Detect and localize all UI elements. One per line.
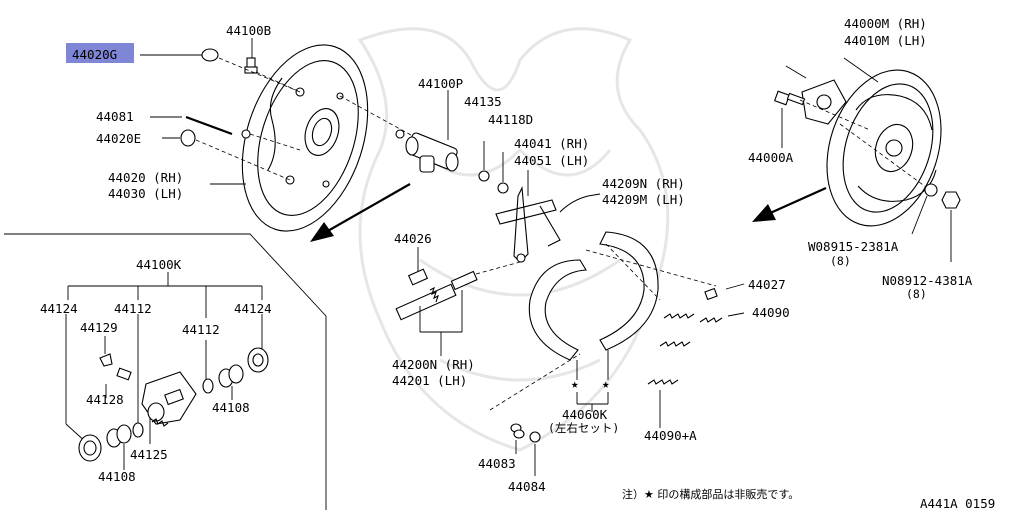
bleeder-cap-44129[interactable] bbox=[99, 353, 113, 367]
drum-brake-assembly[interactable] bbox=[808, 55, 960, 241]
brake-shoe-rear[interactable] bbox=[599, 231, 659, 351]
label-44209N[interactable]: 44209N (RH) bbox=[602, 176, 685, 191]
label-44020G[interactable]: 44020G bbox=[72, 47, 117, 62]
label-44100K[interactable]: 44100K bbox=[136, 257, 182, 272]
label-inset-44125[interactable]: 44125 bbox=[130, 447, 168, 462]
hold-down-pin-44083[interactable] bbox=[510, 423, 525, 439]
label-44081[interactable]: 44081 bbox=[96, 109, 134, 124]
label-inset-44129[interactable]: 44129 bbox=[80, 320, 118, 335]
label-inset-44112-left[interactable]: 44112 bbox=[114, 301, 152, 316]
spring-44027[interactable] bbox=[663, 287, 718, 319]
hub-flange-44000M[interactable] bbox=[801, 79, 847, 125]
spring-44090[interactable] bbox=[659, 317, 723, 347]
direction-arrow-right bbox=[752, 186, 827, 222]
label-44209M[interactable]: 44209M (LH) bbox=[602, 192, 685, 207]
label-44090[interactable]: 44090 bbox=[752, 305, 790, 320]
label-44000M[interactable]: 44000M (RH) bbox=[844, 16, 927, 31]
hold-down-cup-44084[interactable] bbox=[529, 431, 541, 443]
bolt-44100B[interactable] bbox=[244, 57, 258, 74]
label-44041[interactable]: 44041 (RH) bbox=[514, 136, 589, 151]
seal-44112-left[interactable] bbox=[132, 422, 144, 438]
label-44100B[interactable]: 44100B bbox=[226, 23, 271, 38]
label-44000A[interactable]: 44000A bbox=[748, 150, 794, 165]
label-44010M[interactable]: 44010M (LH) bbox=[844, 33, 927, 48]
grommet-44020E[interactable] bbox=[180, 129, 196, 147]
washer-08915[interactable] bbox=[924, 183, 938, 197]
selected-part-highlight[interactable] bbox=[66, 43, 134, 63]
backing-plate[interactable] bbox=[220, 29, 390, 247]
label-08912[interactable]: N08912-4381A bbox=[882, 273, 973, 288]
label-08915[interactable]: W08915-2381A bbox=[808, 239, 899, 254]
label-44060K-sub: (左右セット) bbox=[548, 421, 619, 435]
bleeder-screw-44128[interactable] bbox=[116, 367, 132, 381]
label-08912-qty: (8) bbox=[906, 287, 927, 301]
washer-44135[interactable] bbox=[478, 170, 490, 182]
wheel-cylinder-44100P[interactable] bbox=[395, 129, 459, 173]
label-44118D[interactable]: 44118D bbox=[488, 112, 533, 127]
boot-44124-left[interactable] bbox=[78, 434, 102, 462]
label-inset-44108-right[interactable]: 44108 bbox=[212, 400, 250, 415]
label-inset-44108-left[interactable]: 44108 bbox=[98, 469, 136, 484]
seal-44112-right[interactable] bbox=[202, 378, 214, 394]
spring-44209N[interactable] bbox=[559, 193, 601, 213]
washer-44118D[interactable] bbox=[497, 182, 509, 194]
boot-44124-right[interactable] bbox=[247, 347, 269, 373]
label-44051[interactable]: 44051 (LH) bbox=[514, 153, 589, 168]
label-44027[interactable]: 44027 bbox=[748, 277, 786, 292]
label-44100P[interactable]: 44100P bbox=[418, 76, 463, 91]
footnote: 注）★ 印の構成部品は非販売です。 bbox=[622, 487, 799, 501]
label-44060K[interactable]: 44060K bbox=[562, 407, 608, 422]
brake-shoe-front[interactable] bbox=[528, 259, 587, 361]
label-44135[interactable]: 44135 bbox=[464, 94, 502, 109]
spring-44090A[interactable] bbox=[647, 379, 679, 385]
pin-44081[interactable] bbox=[185, 115, 233, 136]
plug-44020G[interactable] bbox=[201, 48, 219, 62]
label-inset-44124-right[interactable]: 44124 bbox=[234, 301, 272, 316]
star-marker-1: ★ bbox=[571, 376, 579, 391]
label-44200N[interactable]: 44200N (RH) bbox=[392, 357, 475, 372]
spring-44125[interactable] bbox=[151, 418, 169, 427]
nut-08912[interactable] bbox=[941, 191, 961, 209]
star-marker-2: ★ bbox=[602, 376, 610, 391]
label-44083[interactable]: 44083 bbox=[478, 456, 516, 471]
label-inset-44124-left[interactable]: 44124 bbox=[40, 301, 78, 316]
adjuster-44200N[interactable] bbox=[395, 268, 478, 321]
label-44030[interactable]: 44030 (LH) bbox=[108, 186, 183, 201]
inset-border bbox=[4, 233, 327, 510]
label-44084[interactable]: 44084 bbox=[508, 479, 546, 494]
drawing-id: A441A 0159 bbox=[920, 496, 995, 510]
piston-44108-left[interactable] bbox=[106, 424, 132, 448]
label-44020E[interactable]: 44020E bbox=[96, 131, 141, 146]
label-44020[interactable]: 44020 (RH) bbox=[108, 170, 183, 185]
label-08915-qty: (8) bbox=[830, 254, 851, 268]
direction-arrow-left bbox=[310, 183, 411, 242]
piston-44108-right[interactable] bbox=[218, 364, 244, 388]
cylinder-body-kit[interactable] bbox=[141, 371, 197, 425]
label-44026[interactable]: 44026 bbox=[394, 231, 432, 246]
parking-lever-44041[interactable] bbox=[495, 186, 561, 263]
label-inset-44128[interactable]: 44128 bbox=[86, 392, 124, 407]
label-44090A[interactable]: 44090+A bbox=[644, 428, 697, 443]
label-44201[interactable]: 44201 (LH) bbox=[392, 373, 467, 388]
bolt-44000A[interactable] bbox=[773, 90, 806, 106]
label-inset-44112-right[interactable]: 44112 bbox=[182, 322, 220, 337]
